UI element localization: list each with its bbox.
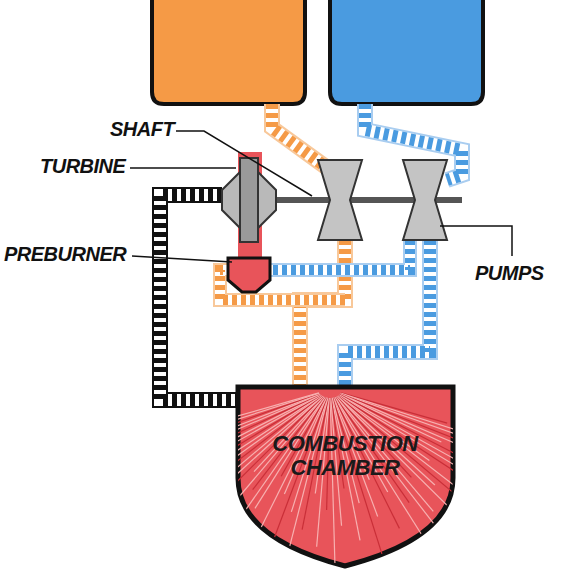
part-label: PREBURNER xyxy=(4,243,126,266)
fuel-tank xyxy=(152,0,305,104)
part-label: SHAFT xyxy=(110,118,174,141)
part-label: TURBINE xyxy=(40,155,125,178)
oxidizer-tank xyxy=(330,0,483,104)
propellant-pipe xyxy=(160,195,238,400)
oxidizer-pump xyxy=(403,160,447,240)
propellant-pipe xyxy=(270,240,410,270)
leader-line xyxy=(130,167,236,169)
fuel-pump xyxy=(318,160,362,240)
flame-streak xyxy=(217,394,320,434)
turbine-disk xyxy=(240,158,258,242)
combustion-chamber-shape xyxy=(238,387,453,566)
preburner-body xyxy=(228,258,270,292)
leader-line xyxy=(132,256,232,262)
flame-streak xyxy=(330,398,335,563)
part-label: PUMPS xyxy=(475,262,544,285)
propellant-pipe xyxy=(345,240,430,388)
chamber-node: COMBUSTION CHAMBER xyxy=(250,432,440,480)
leader-line xyxy=(440,226,512,256)
chamber-label: COMBUSTION CHAMBER xyxy=(250,432,440,480)
leader-line xyxy=(176,131,312,196)
turbine-hot-gas xyxy=(238,152,262,260)
flame-streak xyxy=(183,393,319,432)
